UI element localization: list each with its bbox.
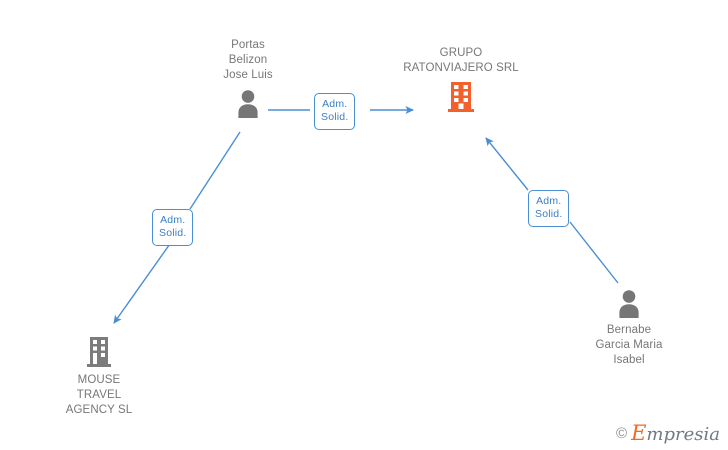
node-label-mouse: MOUSE TRAVEL AGENCY SL — [65, 374, 133, 416]
person-icon — [238, 90, 258, 118]
node-company-mouse[interactable]: MOUSE TRAVEL AGENCY SL — [19, 336, 179, 418]
copyright-icon: © — [616, 425, 628, 442]
node-person-portas[interactable]: Portas Belizon Jose Luis — [168, 38, 328, 118]
person-icon — [619, 290, 639, 318]
node-label-bernabe: Bernabe Garcia Maria Isabel — [595, 324, 663, 366]
edge-label-bernabe-grupo[interactable]: Adm. Solid. — [528, 190, 570, 227]
building-icon — [87, 337, 111, 367]
node-label-portas: Portas Belizon Jose Luis — [223, 39, 273, 81]
watermark-brand: Empresia — [631, 423, 720, 444]
watermark-brand-initial: E — [631, 421, 647, 445]
watermark-empresia: © Empresia — [616, 423, 720, 444]
node-company-grupo[interactable]: GRUPO RATONVIAJERO SRL — [381, 46, 541, 113]
node-person-bernabe[interactable]: Bernabe Garcia Maria Isabel — [549, 288, 709, 368]
building-icon-highlighted — [448, 82, 474, 112]
node-label-grupo: GRUPO RATONVIAJERO SRL — [403, 47, 519, 74]
edge-label-portas-mouse[interactable]: Adm. Solid. — [152, 209, 194, 246]
watermark-brand-rest: mpresia — [646, 424, 720, 445]
edge-label-portas-grupo[interactable]: Adm. Solid. — [314, 93, 356, 130]
